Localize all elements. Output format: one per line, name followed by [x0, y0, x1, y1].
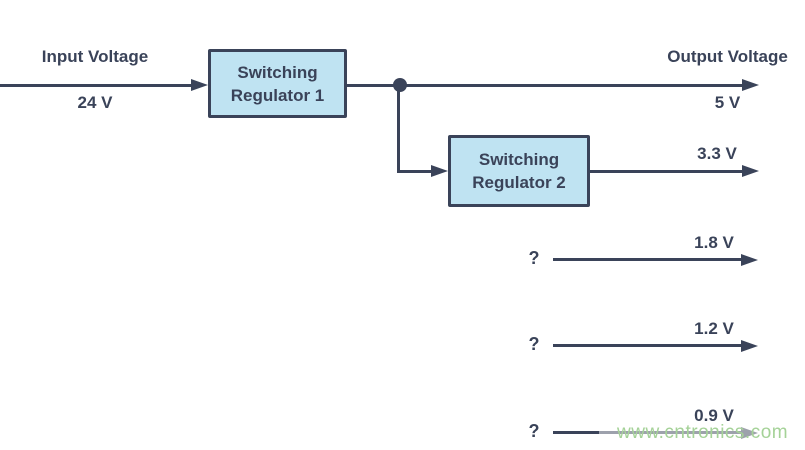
input-voltage-label: Input Voltage 24 V [10, 22, 180, 114]
input-voltage-title: Input Voltage [41, 47, 149, 66]
regulator1-box: Switching Regulator 1 [208, 49, 347, 118]
voltage-label-0v9: 0.9 V [694, 406, 734, 425]
main-output-line [347, 84, 742, 87]
rail-line [553, 258, 741, 261]
input-arrow-line [0, 84, 191, 87]
question-mark: ? [528, 421, 540, 441]
watermark-backing [599, 425, 797, 443]
voltage-label-1v8: 1.8 V [694, 233, 734, 252]
regulator2-input-arrowhead-icon [431, 165, 448, 177]
rail-line [553, 344, 741, 347]
rail-arrowhead-icon [741, 254, 758, 266]
rail-arrowhead-icon [741, 340, 758, 352]
regulator2-label: Switching Regulator 2 [472, 150, 566, 192]
voltage-label-3v3: 3.3 V [697, 144, 737, 163]
regulator2-output-arrowhead-icon [742, 165, 759, 177]
output-voltage-label: Output Voltage 5 V [640, 22, 805, 114]
voltage-label-1v2: 1.2 V [694, 319, 734, 338]
output-voltage-value: 5 V [714, 93, 741, 112]
watermark: www.cntronics.com [617, 422, 789, 443]
regulator2-input-line [397, 170, 431, 173]
junction-dot [393, 78, 407, 92]
question-mark: ? [528, 334, 540, 354]
question-mark: ? [528, 248, 540, 268]
regulator1-label: Switching Regulator 1 [230, 62, 325, 105]
input-voltage-value: 24 V [77, 93, 113, 112]
output-voltage-title: Output Voltage [667, 47, 788, 66]
regulator2-box: Switching Regulator 2 [448, 135, 590, 207]
junction-drop-line [397, 84, 400, 172]
main-output-arrowhead-icon [742, 79, 759, 91]
input-arrowhead-icon [191, 79, 208, 91]
regulator2-output-line [590, 170, 742, 173]
